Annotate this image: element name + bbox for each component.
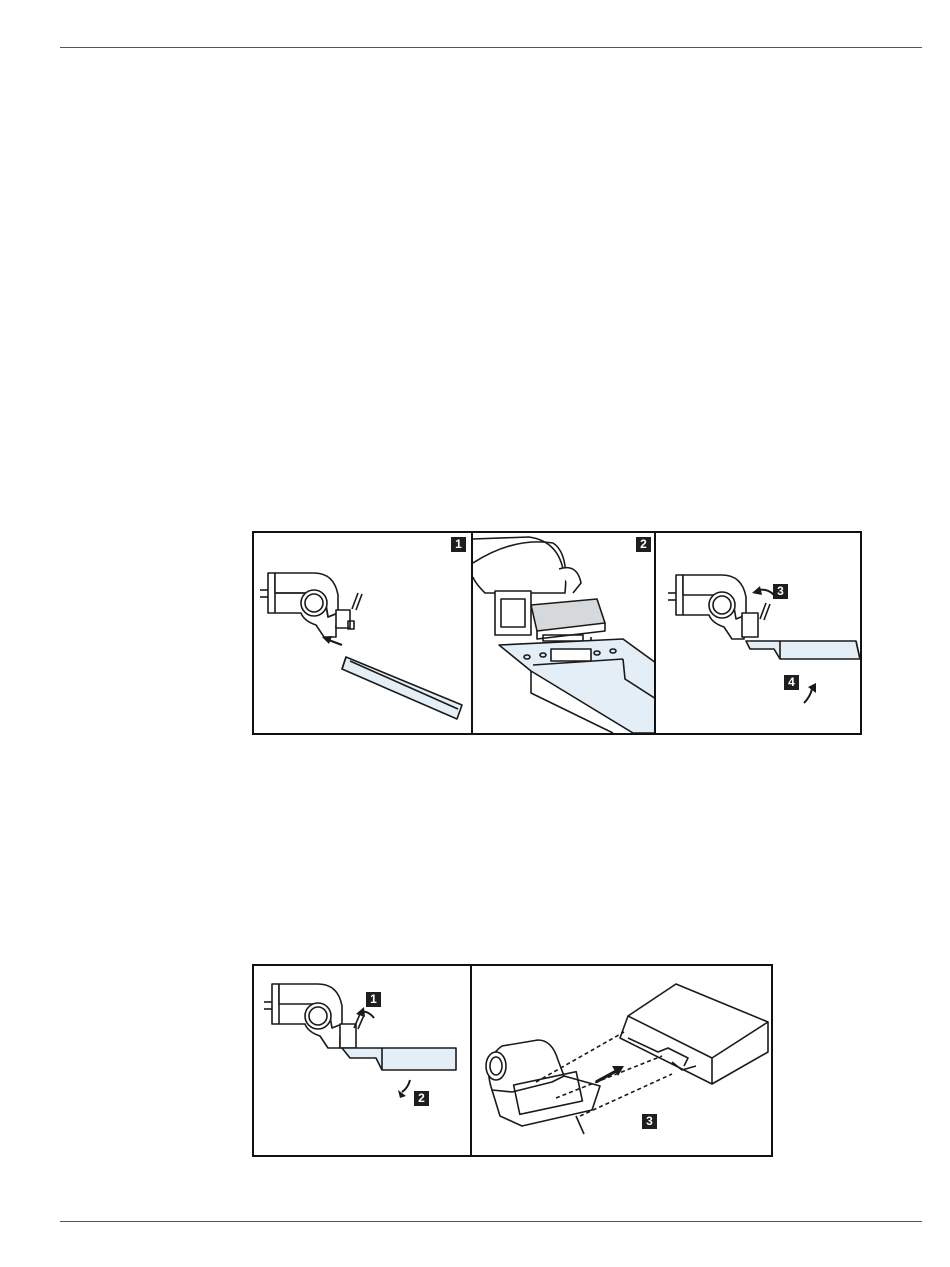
removal-badge-3: 3 bbox=[642, 1114, 657, 1129]
removal-badge-2: 2 bbox=[414, 1091, 429, 1106]
paddle-approach-illustration bbox=[254, 533, 471, 733]
step-badge-1: 1 bbox=[451, 537, 466, 552]
step-badge-3: 3 bbox=[773, 584, 788, 599]
paddle-lock-illustration bbox=[656, 533, 862, 733]
header-rule bbox=[60, 47, 922, 48]
step-badge-4: 4 bbox=[784, 675, 799, 690]
removal-panel-2: 3 bbox=[470, 966, 773, 1155]
install-panel-1: 1 bbox=[254, 533, 471, 733]
footer-rule bbox=[60, 1221, 922, 1222]
removal-badge-1: 1 bbox=[366, 992, 381, 1007]
figure-install-steps: 1 2 bbox=[252, 531, 862, 735]
removal-panel-1: 1 2 bbox=[254, 966, 470, 1155]
paddle-alignment-illustration bbox=[473, 533, 656, 733]
install-panel-3: 3 4 bbox=[654, 533, 862, 733]
step-badge-2: 2 bbox=[636, 537, 651, 552]
paddle-mount-illustration bbox=[472, 966, 773, 1155]
install-panel-2: 2 bbox=[471, 533, 656, 733]
paddle-release-illustration bbox=[254, 966, 470, 1155]
figure-removal-steps: 1 2 3 bbox=[252, 964, 773, 1157]
